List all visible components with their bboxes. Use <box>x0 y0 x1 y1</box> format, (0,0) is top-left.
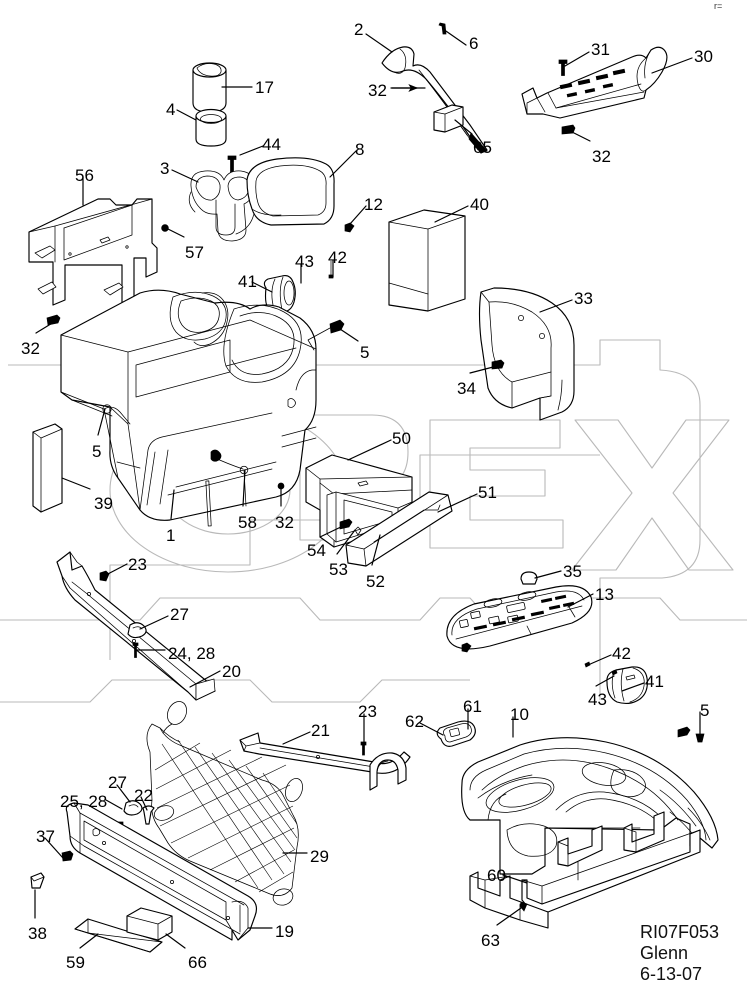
leader-line-65 <box>454 119 473 135</box>
part-27-grommet-upper <box>127 622 147 639</box>
leader-line-33 <box>539 299 573 313</box>
leader-line-40 <box>434 205 469 223</box>
leader-line-50 <box>347 439 392 461</box>
leader-line-41 <box>621 682 645 692</box>
part-39-filler-block <box>32 423 63 513</box>
part-34-clip <box>491 359 505 370</box>
part-38-plug <box>30 872 45 889</box>
part-29-cargo-net <box>146 701 303 906</box>
part-32-clip-left <box>46 314 61 326</box>
leader-line-42 <box>587 654 612 666</box>
corner-mark: r= <box>714 1 723 11</box>
part-35-knob <box>520 571 538 585</box>
leader-line-2 <box>365 33 393 53</box>
part-53-pin <box>354 526 362 536</box>
leader-line-37 <box>44 837 64 859</box>
part-63-clip <box>519 901 528 912</box>
part-41-power-socket-upper <box>263 275 296 313</box>
part-4-cup-holder-ring <box>195 108 227 147</box>
part-12-rivet-top <box>344 222 355 233</box>
leader-line-39 <box>61 477 91 490</box>
leader-line-60 <box>502 874 528 884</box>
part-22-push-pin <box>142 805 155 825</box>
leader-line-27 <box>116 784 131 803</box>
part-60-lower-bracket <box>469 811 701 929</box>
part-19-frame-panel <box>65 802 258 941</box>
part-56-mounting-bracket <box>28 198 158 306</box>
leader-line-27 <box>139 615 169 630</box>
part-8-console-lid-trim <box>246 157 335 226</box>
part-57-clip <box>161 224 169 232</box>
leader-line-63 <box>496 907 522 926</box>
part-2-trim-rail-left <box>381 46 488 154</box>
leader-line-31 <box>564 51 590 67</box>
leader-line-13 <box>567 593 594 608</box>
part-40-box-cover <box>388 209 466 312</box>
drawing-author: Glenn <box>640 943 689 963</box>
part-41-power-socket-lower <box>606 666 648 705</box>
leader-line-21 <box>282 731 311 745</box>
leader-line-8 <box>329 150 357 178</box>
part-27-grommet-lower <box>123 800 143 816</box>
part-62-latch-handle <box>369 752 407 791</box>
part-42-pin-lower <box>584 661 591 668</box>
leader-line-32 <box>569 130 591 142</box>
leader-line-1 <box>170 489 175 520</box>
leader-line-20 <box>189 670 221 688</box>
part-66-foam-block-short <box>126 907 173 941</box>
leader-line-52 <box>371 534 381 566</box>
leader-line-62 <box>419 722 444 736</box>
part-51-trim-strip <box>345 491 453 567</box>
drawing-date: 6-13-07 <box>640 964 703 984</box>
leader-line-6 <box>442 28 467 46</box>
leader-line-51 <box>437 493 478 513</box>
leader-line-5 <box>97 408 106 436</box>
part-65-end-cap-block <box>433 104 464 133</box>
part-33-corner-cover <box>478 287 575 421</box>
part-30-trim-rail-right <box>521 46 668 119</box>
part-61-latch-bezel <box>436 720 476 747</box>
leader-line-44 <box>239 145 264 156</box>
leader-line-53 <box>336 529 356 555</box>
leader-line-34 <box>469 365 498 374</box>
part-23-stud-lower <box>360 741 367 756</box>
part-12-rivet-panel <box>461 642 472 653</box>
part-43-pin-lower <box>611 669 618 676</box>
leader-line-3 <box>171 169 199 183</box>
part-3-cup-holder-insert <box>188 170 256 242</box>
leader-line-12 <box>349 205 367 225</box>
leader-line-22 <box>140 796 148 811</box>
drawing-number: RI07F053 <box>640 922 720 942</box>
leader-line-58 <box>242 469 246 507</box>
leader-line-25-28 <box>105 799 123 810</box>
leader-line-30 <box>651 57 693 74</box>
leader-line-43 <box>595 675 615 687</box>
leader-line-66 <box>165 933 186 949</box>
leader-line-23 <box>103 563 128 577</box>
leader-line-59 <box>79 933 99 949</box>
leader-line-32 <box>35 321 55 334</box>
leader-line-5 <box>339 328 359 342</box>
leader-line-41 <box>251 281 273 293</box>
part-13-switch-panel-assembly <box>446 585 593 650</box>
part-6-clip <box>438 22 447 35</box>
part-1-console-main-body <box>60 289 317 527</box>
leader-line-57 <box>167 228 185 238</box>
leader-line-54 <box>319 524 346 538</box>
leader-line-35 <box>534 570 562 579</box>
part-37-clip <box>61 850 74 862</box>
part-17-cup-holder-cup <box>192 62 227 113</box>
part-31-screw <box>558 59 568 76</box>
part-59-foam-strip-long <box>74 918 163 953</box>
leader-line-4 <box>176 109 197 121</box>
